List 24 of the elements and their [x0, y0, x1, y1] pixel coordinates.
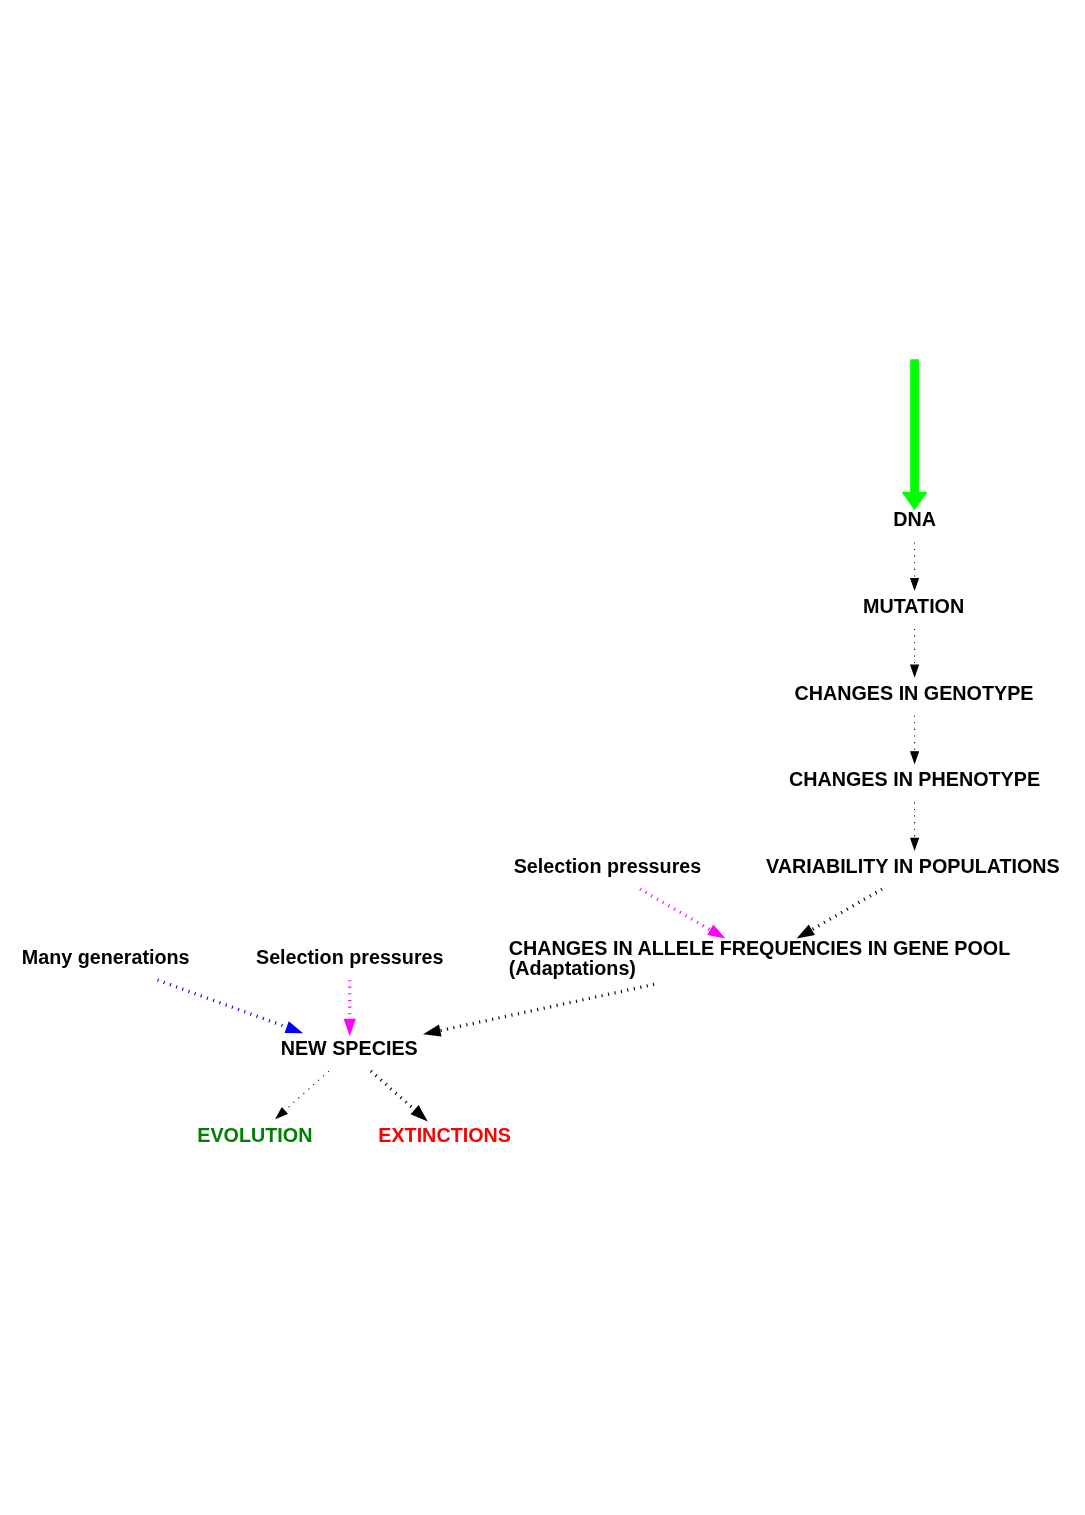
- node-text: Many generations: [21, 945, 190, 968]
- arrow: [275, 1070, 330, 1119]
- node-text: CHANGES IN GENOTYPE: [794, 681, 1034, 704]
- node-text: CHANGES IN ALLELE FREQUENCIES IN GENE POOL (Adaptations): [508, 936, 1011, 979]
- node-text: NEW SPECIES: [280, 1036, 418, 1059]
- arrow: [901, 358, 928, 510]
- node-text: VARIABILITY IN POPULATIONS: [765, 854, 1060, 877]
- arrow: [157, 978, 304, 1033]
- arrow: [423, 982, 655, 1037]
- node-text: EXTINCTIONS: [378, 1123, 511, 1146]
- arrow: [909, 541, 920, 591]
- arrow: [639, 887, 726, 938]
- arrow: [343, 979, 356, 1036]
- arrow: [909, 714, 920, 764]
- node-text: DNA: [893, 507, 936, 530]
- node-text: MUTATION: [863, 594, 965, 617]
- arrow: [909, 628, 920, 678]
- node-text: EVOLUTION: [197, 1123, 313, 1146]
- arrow: [796, 887, 883, 938]
- node-text: CHANGES IN PHENOTYPE: [789, 767, 1041, 790]
- arrow: [909, 801, 920, 851]
- arrow: [369, 1069, 428, 1121]
- node-text: Selection pressures: [513, 854, 702, 877]
- node-text: Selection pressures: [255, 945, 444, 968]
